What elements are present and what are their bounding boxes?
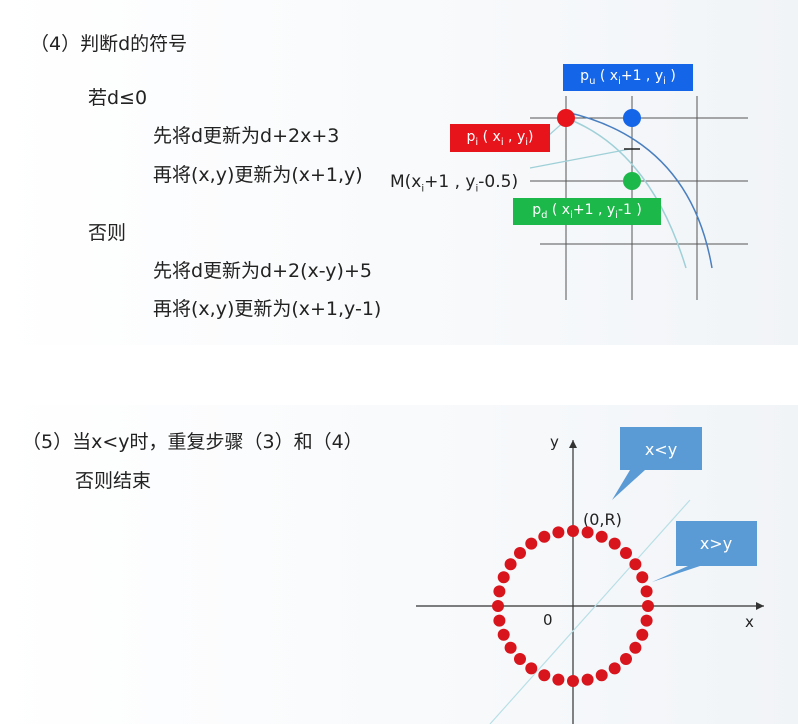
circle-dot bbox=[640, 614, 653, 627]
x-axis-label: x bbox=[745, 613, 754, 631]
else-step-1: 先将d更新为d+2(x-y)+5 bbox=[153, 260, 372, 282]
circle-dot bbox=[620, 547, 632, 559]
circle-dot bbox=[493, 614, 506, 627]
circle-dot bbox=[629, 558, 642, 571]
circle-dot bbox=[492, 600, 504, 612]
circle-dot bbox=[595, 669, 608, 682]
end-condition: 否则结束 bbox=[75, 470, 152, 492]
circle-dot bbox=[640, 585, 653, 598]
callout-x-gt-y-shape bbox=[652, 521, 757, 582]
circle-dots bbox=[492, 525, 654, 687]
callout-x-lt-y-text: x<y bbox=[645, 440, 677, 459]
circle-dot bbox=[567, 525, 579, 537]
circle-dot bbox=[581, 673, 594, 686]
circle-dot bbox=[538, 669, 551, 682]
circle-dot bbox=[514, 653, 526, 665]
diagonal-line bbox=[489, 499, 691, 724]
point-pd bbox=[623, 172, 641, 190]
circle-dot bbox=[636, 571, 649, 584]
circle-dot bbox=[552, 673, 565, 686]
if-step-2: 再将(x,y)更新为(x+1,y) bbox=[153, 164, 363, 186]
circle-dot bbox=[497, 628, 510, 641]
pd-label: pd ( xi+1 , yi-1 ) bbox=[513, 198, 661, 225]
y-axis-arrow bbox=[569, 440, 577, 448]
circle-dot bbox=[525, 662, 538, 675]
circle-arc-inner bbox=[565, 117, 687, 269]
origin-label: 0 bbox=[543, 611, 553, 629]
step4-heading: （4）判断d的符号 bbox=[30, 33, 188, 55]
pu-label: pu ( xi+1 , yi ) bbox=[563, 64, 693, 91]
circle-dot bbox=[608, 537, 621, 550]
point-pi bbox=[557, 109, 575, 127]
circle-dot bbox=[552, 526, 565, 539]
circle-dot bbox=[493, 585, 506, 598]
else-step-2: 再将(x,y)更新为(x+1,y-1) bbox=[153, 298, 382, 320]
circle-dot bbox=[629, 641, 642, 654]
circle-dot bbox=[504, 641, 517, 654]
top-point-label: (0,R) bbox=[583, 510, 622, 529]
circle-dot bbox=[642, 600, 654, 612]
pi-label: pi ( xi , yi) bbox=[450, 124, 550, 152]
circle-dot bbox=[581, 526, 594, 539]
circle-dot bbox=[620, 653, 632, 665]
midpoint-label: M(xi+1 , yi-0.5) bbox=[390, 172, 519, 195]
circle-dot bbox=[567, 675, 579, 687]
else-condition: 否则 bbox=[88, 222, 127, 244]
if-condition: 若d≤0 bbox=[88, 87, 148, 109]
slide-separator bbox=[0, 345, 798, 405]
y-axis-label: y bbox=[550, 433, 559, 451]
x-axis-arrow bbox=[756, 602, 764, 610]
circle-dot bbox=[525, 537, 538, 550]
circle-arc-outer bbox=[565, 111, 713, 269]
step5-heading: （5）当x<y时，重复步骤（3）和（4） bbox=[22, 431, 363, 453]
circle-dot bbox=[497, 571, 510, 584]
callout-x-lt-y-shape bbox=[612, 427, 702, 500]
midpoint-pointer bbox=[529, 148, 631, 169]
circle-dot bbox=[595, 530, 608, 543]
circle-dot bbox=[608, 662, 621, 675]
circle-dot bbox=[636, 628, 649, 641]
top-slide-panel bbox=[0, 0, 798, 345]
circle-dot bbox=[538, 530, 551, 543]
if-step-1: 先将d更新为d+2x+3 bbox=[153, 125, 340, 147]
point-pu bbox=[623, 109, 641, 127]
circle-dot bbox=[504, 558, 517, 571]
circle-dot bbox=[514, 547, 526, 559]
callout-x-gt-y-text: x>y bbox=[700, 534, 732, 553]
